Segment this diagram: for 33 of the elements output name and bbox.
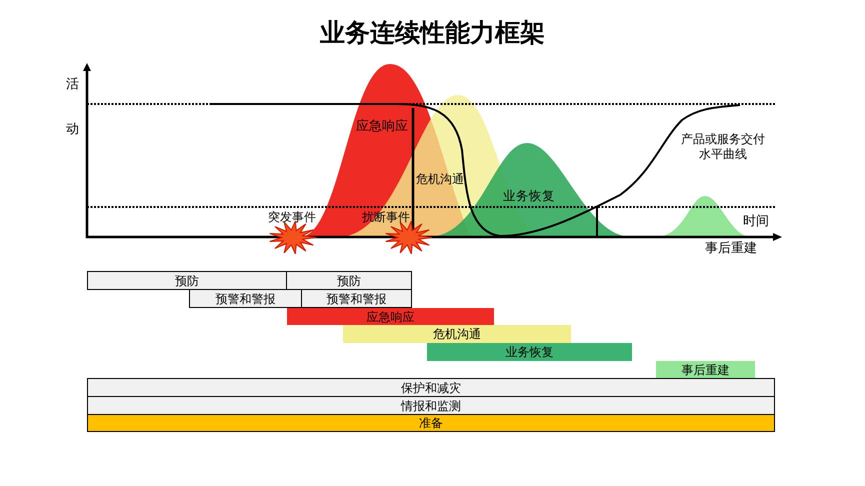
phase-bar xyxy=(287,308,494,325)
curve-label: 危机沟通 xyxy=(416,172,464,187)
phase-label: 预警和警报 xyxy=(216,292,276,306)
diagram-title: 业务连续性能力框架 xyxy=(319,18,546,49)
phase-label: 保护和减灾 xyxy=(401,380,461,394)
phase-label: 预防 xyxy=(175,274,199,288)
event-label: 扰断事件 xyxy=(362,210,410,225)
phase-bar xyxy=(301,289,412,308)
phase-label: 预防 xyxy=(337,274,361,288)
phase-bar xyxy=(87,396,775,415)
phase-bar xyxy=(286,271,412,290)
phase-label: 业务恢复 xyxy=(506,345,554,359)
axis-label: 活 xyxy=(66,76,79,91)
curve-label: 产品或服务交付水平曲线 xyxy=(680,132,766,162)
phase-bar xyxy=(343,325,571,343)
phase-label: 情报和监测 xyxy=(401,398,461,412)
curve-label: 应急响应 xyxy=(356,118,408,133)
phase-bar xyxy=(427,343,632,361)
phase-label: 预警和警报 xyxy=(326,292,386,306)
phase-bar xyxy=(189,289,302,308)
phase-label: 危机沟通 xyxy=(433,327,481,341)
phase-label: 准备 xyxy=(419,416,443,430)
event-label: 突发事件 xyxy=(268,210,316,225)
phase-label: 事后重建 xyxy=(682,362,730,376)
axis-label: 时间 xyxy=(743,213,769,228)
axis-label: 事后重建 xyxy=(705,240,757,255)
phase-bar xyxy=(87,271,287,290)
phase-label: 应急响应 xyxy=(366,310,414,324)
phase-bar xyxy=(87,378,775,397)
phase-bar xyxy=(656,361,755,378)
curve-label: 业务恢复 xyxy=(503,189,555,204)
axis-label: 动 xyxy=(66,121,79,136)
phase-bar xyxy=(87,414,775,432)
